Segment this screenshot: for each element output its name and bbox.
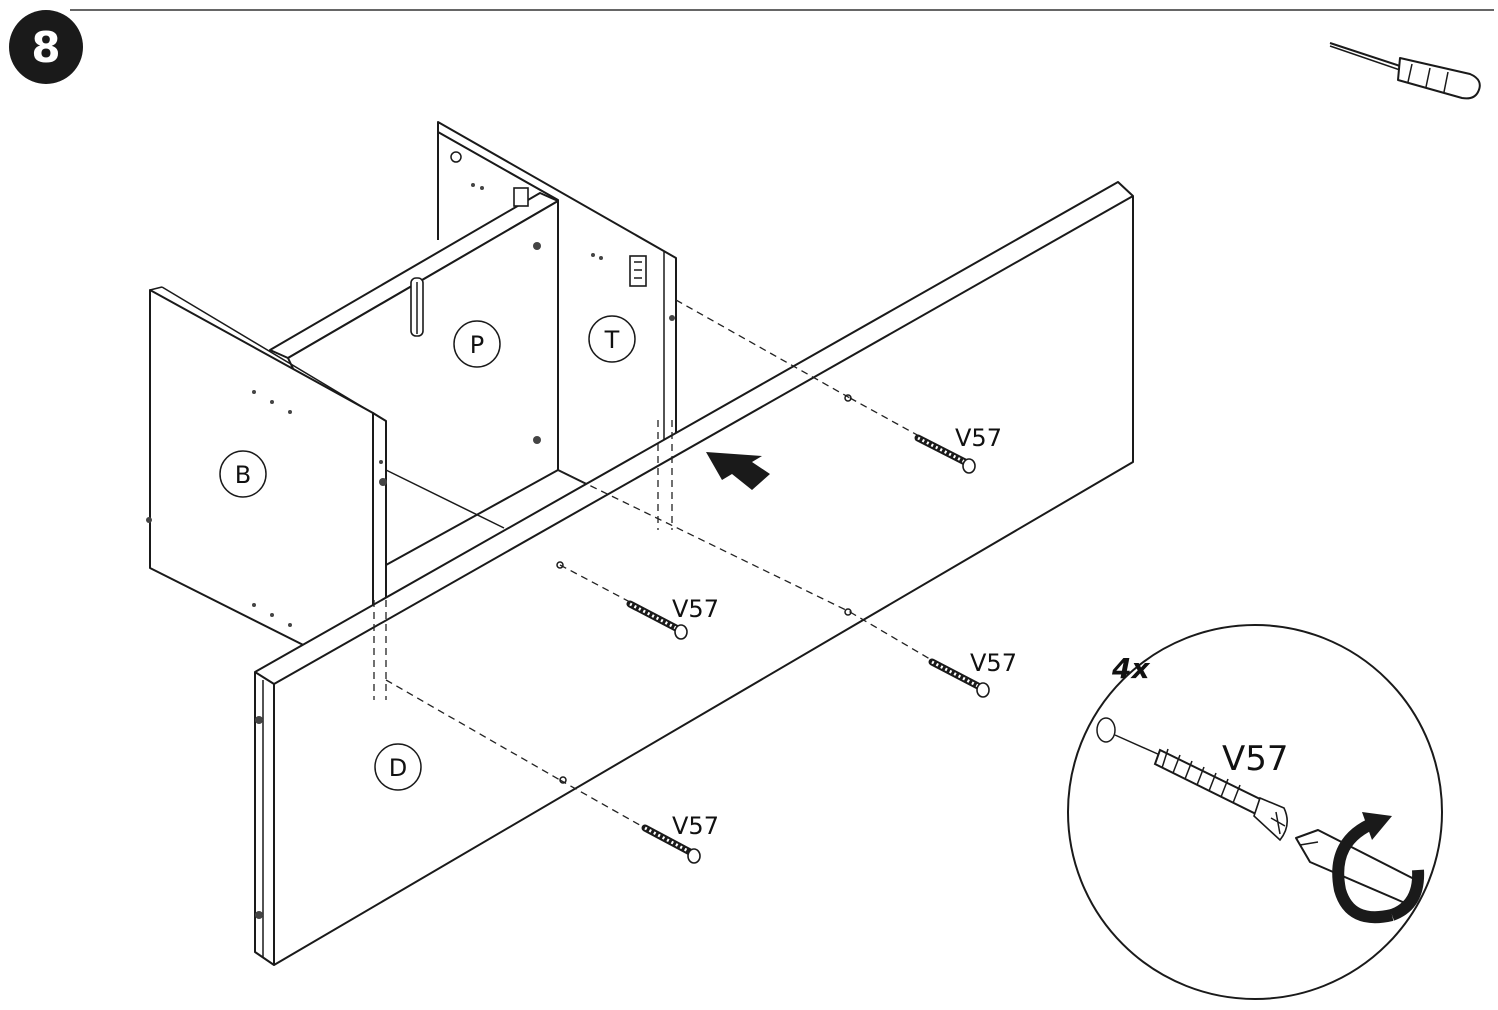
detail-quantity: 4x (1111, 652, 1150, 685)
screw-center (626, 600, 688, 640)
svg-text:T: T (604, 326, 620, 354)
part-label-p: P (453, 320, 501, 368)
rotation-arrow-icon (1332, 812, 1425, 924)
screw-lower-center (641, 824, 701, 864)
detail-screwdriver-icon (1295, 829, 1421, 907)
svg-text:B: B (235, 461, 251, 489)
part-label-b: B (219, 450, 267, 498)
screwdriver-icon (1329, 42, 1481, 100)
divider-panel-t (437, 121, 677, 530)
part-label-d: D (374, 743, 422, 791)
step-number: 8 (31, 23, 60, 72)
front-panel-d (254, 181, 1134, 966)
screw-upper-right (914, 434, 976, 474)
svg-text:D: D (389, 754, 407, 782)
detail-screw (1153, 748, 1288, 842)
alignment-guides (373, 299, 936, 829)
screw-lower-right (928, 658, 990, 698)
screw-label-lower-center: V57 (672, 812, 719, 840)
screw-label-center: V57 (672, 595, 719, 623)
screw-label-lower-right: V57 (970, 649, 1017, 677)
svg-text:P: P (470, 331, 484, 359)
direction-arrow-icon (706, 452, 770, 490)
step-badge: 8 (9, 10, 83, 84)
part-label-t: T (588, 315, 636, 363)
detail-callout: 4x V57 (1067, 624, 1443, 1000)
screw-label-upper-right: V57 (955, 424, 1002, 452)
detail-screw-label: V57 (1222, 739, 1289, 779)
detail-hole (1096, 717, 1116, 743)
